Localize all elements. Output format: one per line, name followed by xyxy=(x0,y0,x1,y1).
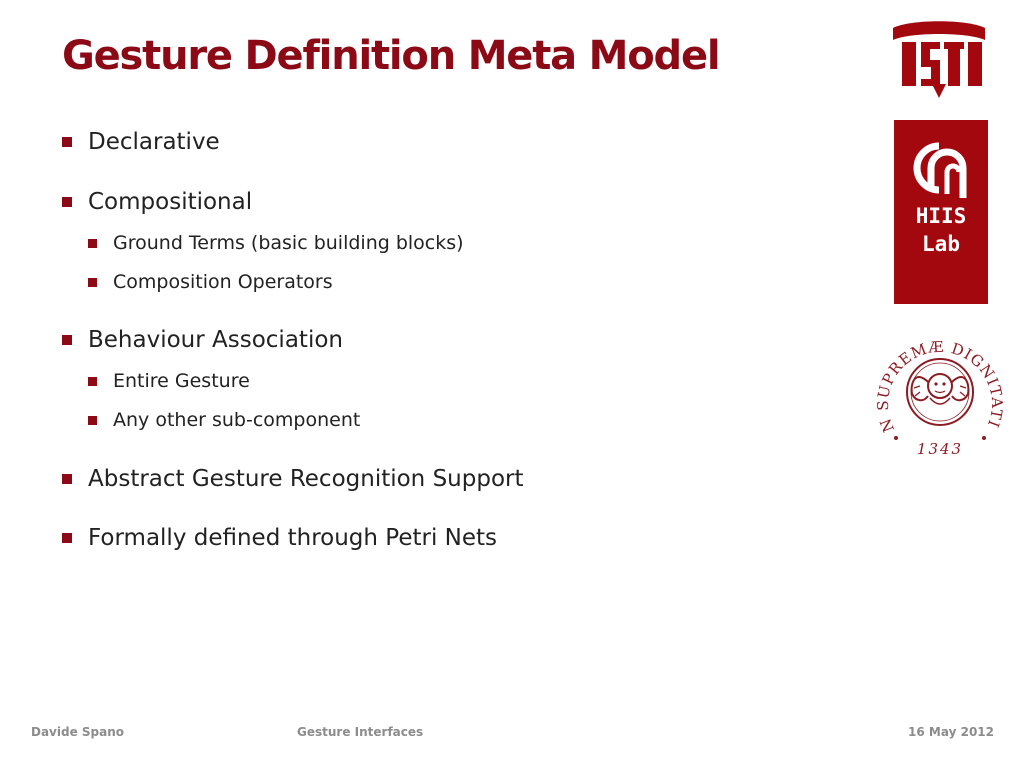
cnr-logo-icon xyxy=(913,142,967,198)
square-bullet-icon xyxy=(88,278,97,287)
footer-date: 16 May 2012 xyxy=(908,725,994,739)
bullet-text: Behaviour Association xyxy=(88,327,343,353)
square-bullet-icon xyxy=(62,335,72,345)
square-bullet-icon xyxy=(88,377,97,386)
bullet-text: Declarative xyxy=(88,129,220,155)
bullet-text: Compositional xyxy=(88,189,253,215)
bullet-list: Declarative Compositional Ground Terms (… xyxy=(62,0,862,620)
isti-logo-icon xyxy=(893,21,985,98)
square-bullet-icon xyxy=(88,416,97,425)
svg-text:IN SUPREMÆ DIGNITATIS: IN SUPREMÆ DIGNITATIS xyxy=(872,326,1006,435)
seal-legend: IN SUPREMÆ DIGNITATIS xyxy=(872,326,1005,435)
slide-title: Gesture Definition Meta Model xyxy=(62,33,721,79)
bullet-text: Abstract Gesture Recognition Support xyxy=(88,466,524,492)
cnr-lab-line2: Lab xyxy=(922,232,960,256)
footer-topic: Gesture Interfaces xyxy=(297,725,424,739)
square-bullet-icon xyxy=(62,533,72,543)
bullet-text: Ground Terms (basic building blocks) xyxy=(113,232,464,254)
square-bullet-icon xyxy=(62,197,72,207)
bullet-text: Formally defined through Petri Nets xyxy=(88,525,498,551)
square-bullet-icon xyxy=(62,474,72,484)
bullet-text: Entire Gesture xyxy=(113,370,250,392)
bullet-text: Composition Operators xyxy=(113,271,333,293)
bullet-text: Any other sub-component xyxy=(113,409,361,431)
seal-year: 1343 xyxy=(917,440,963,458)
university-seal-icon: IN SUPREMÆ DIGNITATIS 1343 xyxy=(872,326,1006,458)
cnr-lab-line1: HIIS xyxy=(915,204,967,228)
cnr-logo: HIIS Lab xyxy=(894,120,988,304)
footer-author: Davide Spano xyxy=(31,725,125,739)
square-bullet-icon xyxy=(88,239,97,248)
square-bullet-icon xyxy=(62,137,72,147)
